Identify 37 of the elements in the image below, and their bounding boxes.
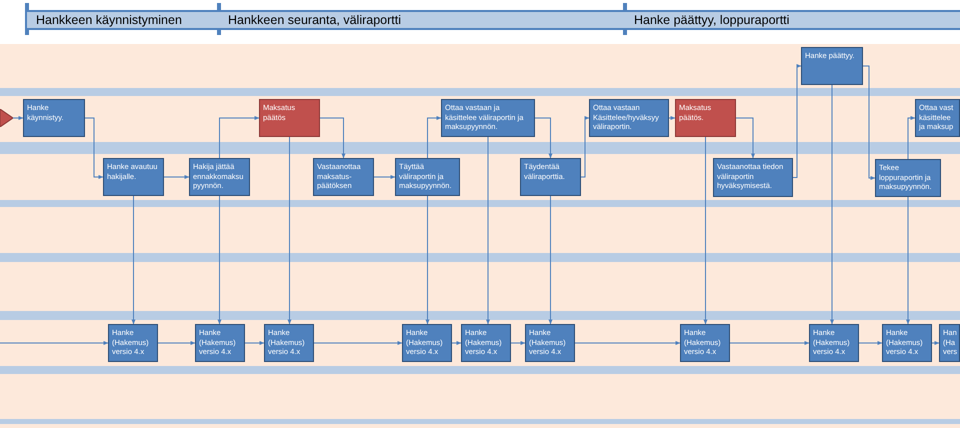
phase-header: Hankkeen käynnistyminen <box>27 10 219 30</box>
arrow <box>158 341 196 345</box>
arrow <box>0 341 108 345</box>
arrow <box>218 196 222 324</box>
arrow <box>908 116 916 160</box>
arrow <box>704 136 708 324</box>
arrow <box>580 116 590 178</box>
arrow <box>534 118 552 158</box>
phase-header: Hankkeen seuranta, väliraportti <box>219 10 625 30</box>
arrow <box>320 118 346 158</box>
start-triangle <box>0 109 13 127</box>
arrow <box>548 196 552 324</box>
arrow <box>858 341 882 345</box>
arrow <box>932 341 940 345</box>
arrow <box>574 341 680 345</box>
arrow <box>314 341 402 345</box>
arrow <box>374 175 396 179</box>
arrow <box>730 341 810 345</box>
arrow <box>426 196 430 324</box>
arrow <box>164 175 190 179</box>
arrow <box>84 118 104 179</box>
arrow <box>736 118 755 158</box>
arrow <box>244 341 264 345</box>
arrow <box>906 196 910 324</box>
arrow <box>830 84 834 324</box>
arrow <box>288 136 292 324</box>
arrow <box>486 136 490 324</box>
arrow <box>510 341 526 345</box>
phase-header: Hanke päättyy, loppuraportti <box>625 10 960 30</box>
arrow <box>862 66 876 180</box>
arrow <box>427 116 442 158</box>
arrow <box>132 196 136 324</box>
arrow <box>219 116 260 158</box>
arrow <box>452 341 462 345</box>
arrow <box>12 116 24 120</box>
arrow <box>668 116 676 120</box>
arrow <box>792 64 802 178</box>
